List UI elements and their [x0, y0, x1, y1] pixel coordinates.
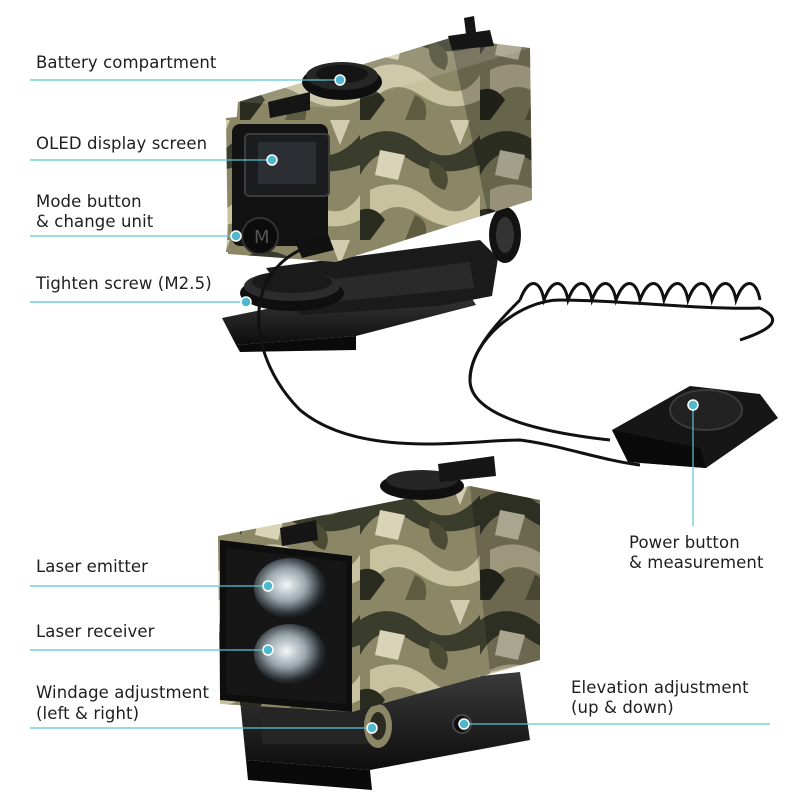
label-windage-line1: Windage adjustment [36, 683, 210, 702]
label-battery-compartment: Battery compartment [36, 53, 217, 72]
windage-marker [366, 722, 378, 734]
elevation-marker [458, 718, 470, 730]
remote-switch [612, 386, 778, 468]
label-laser-receiver: Laser receiver [36, 622, 155, 641]
label-elevation-line2: (up & down) [571, 698, 674, 717]
leader-lines [30, 79, 770, 729]
label-mode-line1: Mode button [36, 192, 142, 211]
laser-emitter-lens [254, 558, 326, 618]
label-elevation-line1: Elevation adjustment [571, 678, 749, 697]
oled-marker [266, 154, 278, 166]
label-power-line1: Power button [629, 533, 740, 552]
top-device: M [222, 16, 532, 352]
marker-dots [230, 74, 699, 734]
battery-marker [334, 74, 346, 86]
receiver-marker [262, 644, 274, 656]
label-windage-line2: (left & right) [36, 704, 140, 723]
label-mode-line2: & change unit [36, 212, 154, 231]
tighten-marker [240, 296, 252, 308]
mode-button-glyph: M [254, 227, 270, 248]
label-power-line2: & measurement [629, 553, 764, 572]
bottom-device [218, 456, 540, 790]
mode-marker [230, 230, 242, 242]
coiled-cable [518, 282, 762, 306]
remote-cable [257, 248, 641, 467]
label-tighten-screw: Tighten screw (M2.5) [36, 274, 212, 293]
label-oled-display: OLED display screen [36, 134, 208, 153]
power-marker [687, 399, 699, 411]
power-button [669, 389, 743, 431]
label-laser-emitter: Laser emitter [36, 557, 149, 576]
emitter-marker [262, 580, 274, 592]
laser-receiver-lens [254, 624, 326, 684]
mode-button [241, 217, 279, 255]
